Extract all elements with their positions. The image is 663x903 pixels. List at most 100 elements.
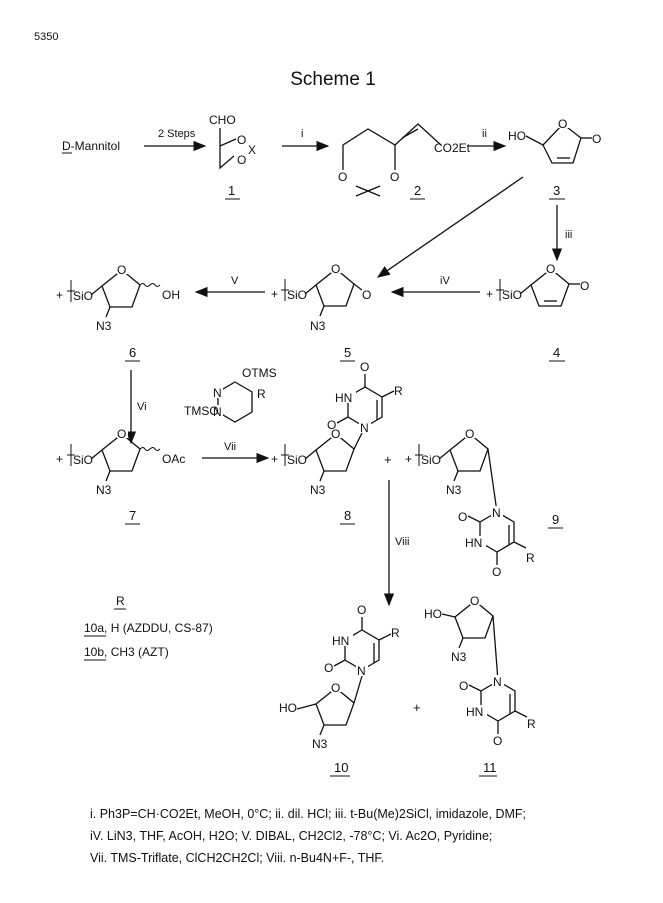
- r-table-row-10b: 10b, CH3 (AZT): [84, 645, 169, 659]
- svg-text:SiO: SiO: [73, 453, 93, 467]
- compound-number-3: 3: [553, 183, 560, 198]
- svg-text:O: O: [558, 117, 567, 131]
- svg-text:HO: HO: [424, 607, 442, 621]
- svg-text:O: O: [458, 510, 467, 524]
- step-label-v: V: [231, 275, 239, 287]
- svg-text:SiO: SiO: [287, 453, 307, 467]
- svg-text:OH: OH: [162, 288, 180, 302]
- footnote-line-1: i. Ph3P=CH·CO2Et, MeOH, 0°C; ii. dil. HC…: [90, 807, 526, 821]
- svg-text:HN: HN: [465, 536, 482, 550]
- svg-text:N3: N3: [446, 483, 462, 497]
- compound-9: + SiO O N3 N HN O O R: [405, 426, 535, 579]
- svg-text:HO: HO: [279, 701, 297, 715]
- compound-7: + SiO O OAc N3: [56, 426, 185, 497]
- svg-text:O: O: [324, 661, 333, 675]
- svg-text:X: X: [248, 143, 256, 157]
- scheme-title: Scheme 1: [290, 69, 376, 90]
- svg-text:O: O: [459, 679, 468, 693]
- page-number: 5350: [34, 31, 58, 43]
- svg-text:O: O: [331, 427, 340, 441]
- svg-text:R: R: [391, 626, 400, 640]
- compound-number-10: 10: [334, 760, 348, 775]
- svg-text:N3: N3: [451, 650, 467, 664]
- silyl-base-reagent: OTMS N N R TMSO: [184, 366, 277, 423]
- arrow-3-to-5: [376, 176, 524, 278]
- compound-8: + SiO O N3 N HN O O R: [271, 360, 403, 497]
- svg-text:N3: N3: [312, 737, 328, 751]
- svg-text:O: O: [331, 681, 340, 695]
- compound-number-11: 11: [483, 760, 497, 775]
- svg-text:OAc: OAc: [162, 452, 185, 466]
- svg-text:HN: HN: [335, 391, 352, 405]
- svg-text:O: O: [465, 427, 474, 441]
- svg-text:+: +: [271, 287, 278, 301]
- svg-text:N3: N3: [96, 319, 112, 333]
- svg-text:N: N: [357, 664, 366, 678]
- svg-text:R: R: [257, 387, 266, 401]
- svg-text:SiO: SiO: [73, 289, 93, 303]
- svg-text:N3: N3: [310, 483, 326, 497]
- compound-number-8: 8: [344, 508, 351, 523]
- svg-text:CO2Et: CO2Et: [434, 141, 471, 155]
- compound-number-5: 5: [344, 345, 351, 360]
- svg-text:OTMS: OTMS: [242, 366, 277, 380]
- svg-text:+: +: [271, 452, 278, 466]
- svg-text:+: +: [56, 288, 63, 302]
- step-label-iii: iii: [565, 229, 572, 241]
- svg-text:O: O: [237, 153, 246, 167]
- compound-4: + SiO O O: [486, 261, 589, 307]
- svg-text:O: O: [327, 418, 336, 432]
- footnote-line-2: iV. LiN3, THF, AcOH, H2O; V. DIBAL, CH2C…: [90, 829, 492, 843]
- two-steps-label: 2 Steps: [158, 128, 196, 140]
- step-label-ii: ii: [482, 128, 487, 140]
- compound-3: HO O O: [508, 116, 601, 164]
- plus-sign-1: +: [384, 452, 392, 467]
- svg-text:R: R: [526, 551, 535, 565]
- svg-text:O: O: [390, 170, 399, 184]
- svg-text:+: +: [486, 287, 493, 301]
- compound-5: + SiO O O N3: [271, 261, 371, 333]
- step-label-viii: Viii: [395, 536, 409, 548]
- svg-text:HO: HO: [508, 129, 526, 143]
- svg-text:N3: N3: [310, 319, 326, 333]
- svg-text:O: O: [546, 262, 555, 276]
- svg-text:O: O: [117, 427, 126, 441]
- step-label-vii: Vii: [224, 441, 236, 453]
- compound-number-7: 7: [129, 508, 136, 523]
- compound-10: N HN O O R O HO N3: [279, 603, 400, 751]
- svg-text:R: R: [527, 717, 536, 731]
- svg-text:N: N: [493, 675, 502, 689]
- r-table-header: R: [116, 594, 125, 608]
- svg-text:CHO: CHO: [209, 113, 236, 127]
- svg-text:TMSO: TMSO: [184, 404, 219, 418]
- svg-text:O: O: [362, 288, 371, 302]
- step-label-i: i: [301, 128, 303, 140]
- compound-number-9: 9: [552, 512, 559, 527]
- svg-text:O: O: [592, 132, 601, 146]
- svg-text:O: O: [338, 170, 347, 184]
- r-table-row-10a: 10a, H (AZDDU, CS-87): [84, 621, 213, 635]
- svg-text:+: +: [405, 452, 412, 466]
- step-label-iv: iV: [440, 275, 450, 287]
- compound-11: HO O N3 N HN O O R: [424, 593, 536, 748]
- svg-text:N: N: [213, 405, 222, 419]
- svg-text:O: O: [237, 133, 246, 147]
- compound-number-2: 2: [414, 183, 421, 198]
- compound-number-6: 6: [129, 345, 136, 360]
- compound-number-4: 4: [553, 345, 560, 360]
- svg-text:+: +: [56, 452, 63, 466]
- svg-text:N3: N3: [96, 483, 112, 497]
- svg-text:O: O: [357, 603, 366, 617]
- svg-text:O: O: [580, 279, 589, 293]
- svg-text:O: O: [360, 360, 369, 374]
- compound-1: CHO O O X: [209, 113, 256, 170]
- svg-text:O: O: [331, 262, 340, 276]
- svg-text:O: O: [470, 594, 479, 608]
- d-mannitol-label: D-Mannitol: [62, 139, 120, 153]
- d-mannitol: D-Mannitol: [62, 139, 120, 154]
- r-group-table: R 10a, H (AZDDU, CS-87) 10b, CH3 (AZT): [84, 594, 213, 661]
- compound-6: + SiO O OH N3: [56, 262, 180, 333]
- svg-text:O: O: [492, 565, 501, 579]
- svg-text:HN: HN: [466, 705, 483, 719]
